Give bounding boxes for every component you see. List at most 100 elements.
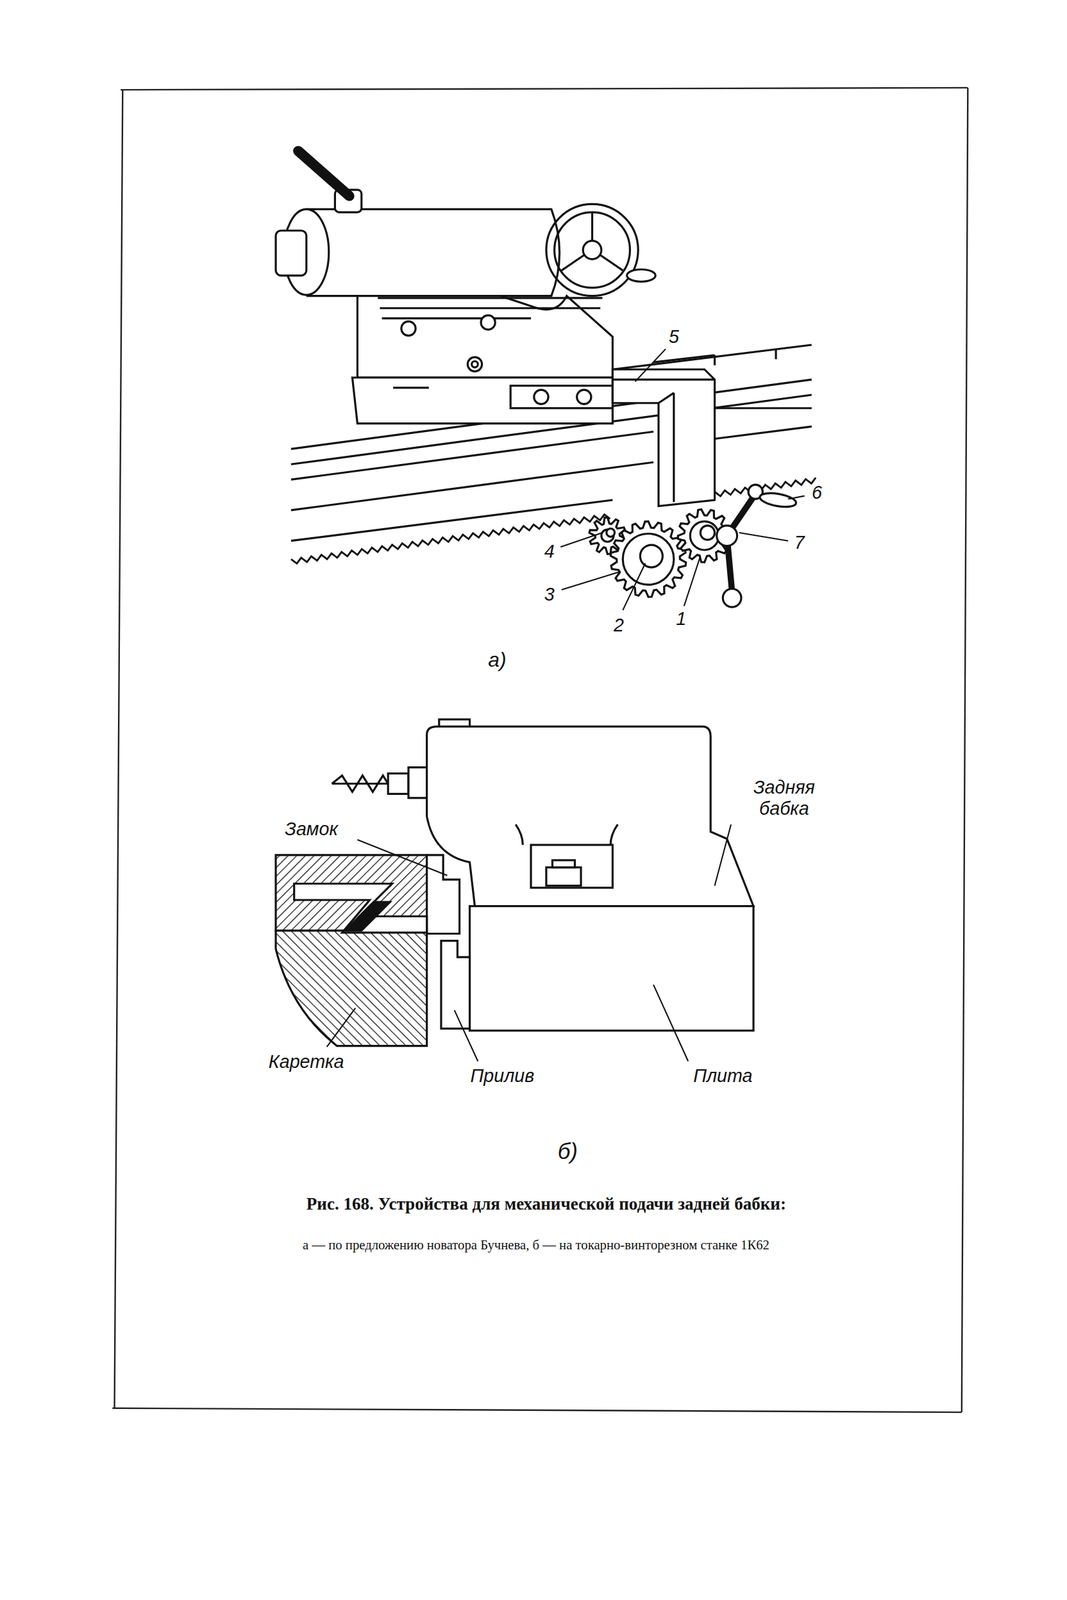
tailstock-body bbox=[467, 357, 482, 372]
lathe-bed bbox=[291, 462, 654, 511]
lathe-bed bbox=[713, 355, 716, 366]
feed-handle bbox=[722, 588, 742, 608]
part-name: Плита bbox=[693, 1065, 753, 1087]
tailstock-body bbox=[471, 361, 479, 369]
leader-line bbox=[327, 824, 731, 1062]
lathe-bed bbox=[714, 407, 812, 410]
gear-train bbox=[622, 534, 674, 586]
bracket bbox=[658, 393, 674, 404]
handwheel bbox=[554, 212, 631, 288]
leader-line bbox=[684, 556, 701, 607]
tailstock-section bbox=[427, 719, 754, 1032]
subfigure-label: а) bbox=[487, 647, 506, 672]
tailstock-body bbox=[382, 317, 531, 320]
leader-line bbox=[561, 571, 621, 590]
feed-handle bbox=[716, 525, 738, 547]
bracket bbox=[612, 369, 715, 506]
leader-line bbox=[560, 532, 603, 547]
gear-train bbox=[606, 529, 615, 538]
drill bbox=[332, 775, 389, 792]
drill bbox=[387, 773, 409, 795]
subfigure-label: б) bbox=[557, 1138, 578, 1165]
carriage-section bbox=[275, 931, 428, 1047]
rack-teeth bbox=[291, 477, 816, 564]
part-name: Замок bbox=[284, 818, 338, 840]
callout-number: 7 bbox=[794, 531, 805, 553]
handwheel bbox=[582, 241, 602, 260]
tailstock-section bbox=[515, 824, 523, 846]
page-frame bbox=[120, 87, 968, 90]
gear-train bbox=[610, 521, 686, 597]
tailstock-body bbox=[298, 151, 350, 197]
bracket bbox=[534, 389, 549, 404]
tailstock-body bbox=[377, 296, 603, 299]
callout-number: 1 bbox=[675, 607, 687, 630]
page-frame bbox=[112, 1408, 962, 1413]
carriage-section bbox=[294, 884, 428, 933]
tailstock-body bbox=[275, 151, 613, 424]
leader-line bbox=[622, 563, 646, 611]
tailstock-section bbox=[427, 855, 460, 935]
bracket bbox=[510, 386, 613, 409]
leader-line bbox=[739, 532, 789, 542]
caption-note: а — по предложению новатора Бучнева, б —… bbox=[250, 1238, 823, 1254]
part-name: Прилив bbox=[470, 1065, 535, 1087]
tailstock-body bbox=[379, 307, 601, 310]
tailstock-body bbox=[401, 321, 416, 336]
handwheel bbox=[546, 203, 656, 296]
rack-teeth bbox=[291, 514, 611, 565]
gear-train bbox=[700, 525, 715, 540]
lathe-bed bbox=[612, 344, 812, 370]
page-frame bbox=[961, 87, 969, 1413]
tailstock-body bbox=[275, 230, 307, 276]
bracket bbox=[510, 369, 715, 506]
tailstock-section bbox=[470, 906, 755, 1032]
tailstock-body bbox=[352, 377, 613, 424]
lathe-bed bbox=[774, 350, 777, 360]
part-name: Задняя бабка bbox=[732, 777, 835, 820]
handwheel bbox=[546, 203, 639, 296]
part-name: Каретка bbox=[268, 1051, 345, 1073]
page-frame bbox=[112, 87, 968, 1413]
bracket bbox=[612, 378, 715, 381]
tailstock-section bbox=[530, 845, 613, 889]
handwheel bbox=[561, 255, 585, 271]
callout-number: 3 bbox=[544, 583, 555, 605]
handwheel bbox=[591, 212, 594, 242]
leader-line bbox=[653, 984, 689, 1062]
tailstock-section bbox=[546, 867, 581, 887]
tailstock-body bbox=[480, 315, 496, 330]
tailstock-section bbox=[427, 726, 754, 907]
carriage-section bbox=[275, 855, 428, 1047]
leader-line bbox=[327, 1008, 356, 1048]
gear-train bbox=[689, 521, 719, 551]
bracket bbox=[672, 393, 675, 503]
callout-number: 2 bbox=[613, 614, 624, 636]
handwheel bbox=[627, 269, 656, 282]
leader-line bbox=[714, 824, 731, 887]
bracket bbox=[577, 389, 592, 404]
callout-number: 6 bbox=[811, 481, 823, 503]
lathe-bed bbox=[653, 355, 715, 363]
drill bbox=[332, 767, 428, 799]
figure-caption: Рис. 168. Устройства для механической по… bbox=[239, 1194, 853, 1215]
lathe-bed bbox=[714, 426, 812, 439]
callout-number: 5 bbox=[668, 326, 680, 348]
tailstock-section bbox=[441, 941, 471, 1030]
callout-number: 4 bbox=[544, 540, 555, 562]
lathe-bed bbox=[291, 431, 654, 480]
leader-line bbox=[634, 348, 666, 382]
tailstock-section bbox=[610, 824, 618, 846]
drill bbox=[332, 782, 389, 785]
gear-train bbox=[639, 545, 663, 568]
leader-line bbox=[788, 496, 805, 500]
tailstock-body bbox=[393, 386, 429, 389]
drill bbox=[408, 767, 428, 799]
handwheel bbox=[600, 255, 623, 271]
leader-line bbox=[560, 348, 805, 611]
tailstock-body bbox=[306, 209, 560, 296]
feed-handle bbox=[758, 491, 798, 510]
leader-line bbox=[357, 840, 447, 876]
